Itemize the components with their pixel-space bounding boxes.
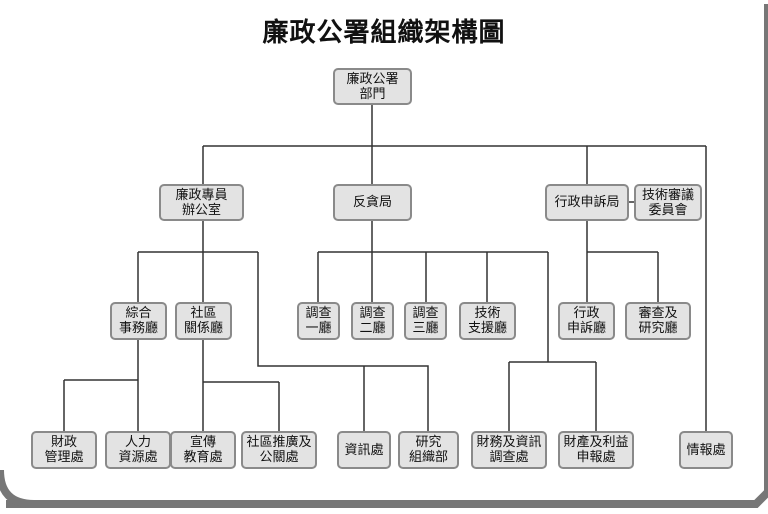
node-info: 資訊處 <box>337 431 391 469</box>
node-tech-review: 技術審議委員會 <box>634 184 702 221</box>
node-asset-declaration: 財產及利益申報處 <box>558 431 634 469</box>
node-asset-declaration-line1: 財產及利益 <box>563 435 629 450</box>
node-research-org: 研究組織部 <box>398 431 459 469</box>
node-icac-line2: 部門 <box>359 86 386 102</box>
node-admin-complaints: 行政申訴廳 <box>558 302 615 340</box>
node-admin-complaints-line1: 行政 <box>573 306 600 321</box>
node-financial-investigation: 財務及資訊調查處 <box>471 431 547 469</box>
node-general-affairs: 綜合事務廳 <box>110 302 167 340</box>
node-publicity-line1: 宣傳 <box>189 435 216 450</box>
node-inv2-line2: 二廳 <box>359 321 386 336</box>
node-info-line1: 資訊處 <box>344 442 384 458</box>
node-finance: 財政管理處 <box>31 431 97 469</box>
node-ops: 反貪局 <box>333 184 412 221</box>
node-tech-support-line2: 支援廳 <box>467 321 507 336</box>
node-icac: 廉政公署部門 <box>333 68 412 105</box>
node-financial-investigation-line1: 財務及資訊 <box>476 435 542 450</box>
node-commissioner-office: 廉政專員辦公室 <box>159 184 244 221</box>
node-tech-support-line1: 技術 <box>474 306 501 321</box>
node-tech-review-line2: 委員會 <box>648 202 688 218</box>
node-hr-line2: 資源處 <box>118 450 158 465</box>
node-community-line1: 社區 <box>190 306 217 321</box>
node-inv1-line1: 調查 <box>305 306 332 321</box>
node-publicity: 宣傳教育處 <box>170 431 236 469</box>
node-finance-line2: 管理處 <box>44 450 84 465</box>
node-admin-complaints-line2: 申訴廳 <box>566 321 606 336</box>
node-review-research-line1: 審查及 <box>638 306 678 321</box>
node-financial-investigation-line2: 調查處 <box>489 450 529 465</box>
node-research-org-line2: 組織部 <box>408 450 448 465</box>
node-tech-review-line1: 技術審議 <box>641 187 694 203</box>
node-community-promo-line1: 社區推廣及 <box>246 435 312 450</box>
node-general-affairs-line2: 事務廳 <box>118 321 158 336</box>
node-inv1: 調查一廳 <box>297 302 340 340</box>
node-review-research: 審查及研究廳 <box>625 302 691 340</box>
node-inv1-line2: 一廳 <box>305 321 332 336</box>
node-research-org-line1: 研究 <box>415 435 442 450</box>
node-inv3: 調查三廳 <box>404 302 447 340</box>
node-community: 社區關係廳 <box>175 302 232 340</box>
chart-title: 廉政公署組織架構圖 <box>262 18 506 48</box>
node-intelligence: 情報處 <box>679 431 733 469</box>
node-inv2-line1: 調查 <box>359 306 386 321</box>
node-intelligence-line1: 情報處 <box>686 442 726 458</box>
node-community-line2: 關係廳 <box>183 321 223 336</box>
node-finance-line1: 財政 <box>50 435 77 450</box>
node-hr-line1: 人力 <box>124 435 151 450</box>
node-general-affairs-line1: 綜合 <box>125 306 152 321</box>
node-admin-complaints-bureau-line1: 行政申訴局 <box>554 195 620 210</box>
node-tech-support: 技術支援廳 <box>459 302 516 340</box>
node-commissioner-office-line2: 辦公室 <box>181 202 221 218</box>
node-asset-declaration-line2: 申報處 <box>576 450 616 465</box>
node-hr: 人力資源處 <box>105 431 171 469</box>
node-inv3-line2: 三廳 <box>412 321 439 336</box>
node-inv2: 調查二廳 <box>351 302 394 340</box>
node-inv3-line1: 調查 <box>412 306 439 321</box>
node-community-promo: 社區推廣及公關處 <box>241 431 317 469</box>
node-commissioner-office-line1: 廉政專員 <box>175 187 228 203</box>
node-ops-line1: 反貪局 <box>352 195 392 210</box>
node-publicity-line2: 教育處 <box>183 450 223 465</box>
node-icac-line1: 廉政公署 <box>346 71 399 87</box>
node-community-promo-line2: 公關處 <box>259 450 299 465</box>
node-admin-complaints-bureau: 行政申訴局 <box>545 184 629 221</box>
node-review-research-line2: 研究廳 <box>638 321 678 336</box>
